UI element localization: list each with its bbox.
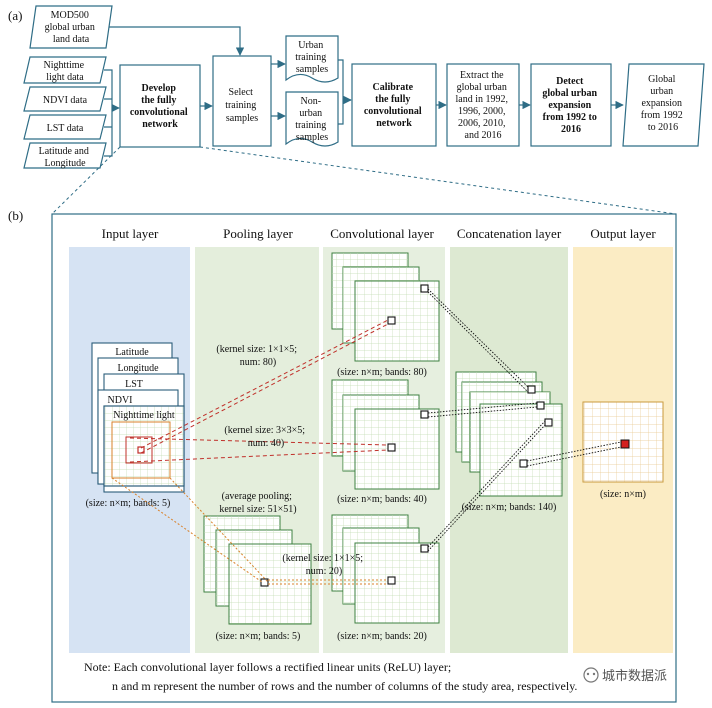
stack-latitude: Latitude xyxy=(115,347,149,358)
panel-b-label: (b) xyxy=(8,208,23,223)
kernel1-label: (kernel size: 1×1×5; num: 80) xyxy=(216,344,299,368)
select-samples-text: Select training samples xyxy=(225,87,259,124)
input-lst: LST data xyxy=(23,114,107,140)
urban-samples-box: Urban training samples xyxy=(285,35,339,83)
kernel3-label: (kernel size: 1×1×5; num: 20) xyxy=(282,553,365,577)
stack-nighttime: Nighttime light xyxy=(113,410,175,421)
panel-b: (b) Input layer Pooling layer Convolutio… xyxy=(8,208,677,703)
detect-text: Detect global urban expansion from 1992 … xyxy=(542,76,599,135)
input-ndvi: NDVI data xyxy=(23,86,107,112)
input-ndvi-text: NDVI data xyxy=(43,95,88,106)
input-size-label: (size: n×m; bands: 5) xyxy=(86,498,171,509)
develop-fcn-text: Develop the fully convolutional network xyxy=(130,83,190,130)
watermark: 城市数据派 xyxy=(583,667,667,684)
conv-stack-80 xyxy=(331,252,440,362)
nonurban-samples-box: Non- urban training samples xyxy=(285,91,339,147)
header-pooling: Pooling layer xyxy=(223,226,293,241)
input-nighttime-text: Nighttime light data xyxy=(43,60,86,83)
panel-a: (a) MOD500 global urban land data Nightt… xyxy=(8,5,705,215)
input-nighttime: Nighttime light data xyxy=(23,56,107,84)
note-line1: Note: Each convolutional layer follows a… xyxy=(84,660,451,674)
panel-a-label: (a) xyxy=(8,8,22,23)
header-output: Output layer xyxy=(590,226,656,241)
conv-size-20: (size: n×m; bands: 20) xyxy=(337,631,427,642)
urban-samples-text: Urban training samples xyxy=(295,40,329,75)
conv-stack-20 xyxy=(331,514,440,624)
stack-lst: LST xyxy=(125,379,143,390)
concat-stack xyxy=(455,371,563,497)
watermark-text: 城市数据派 xyxy=(602,668,667,684)
stack-ndvi: NDVI xyxy=(108,395,133,406)
input-lst-text: LST data xyxy=(47,123,84,134)
output-box: Global urban expansion from 1992 to 2016 xyxy=(622,63,705,147)
input-latlon-text: Latitude and Longitude xyxy=(39,146,92,169)
note-line2: n and m represent the number of rows and… xyxy=(112,679,577,693)
header-concat: Concatenation layer xyxy=(457,226,562,241)
input-stack: Latitude Longitude LST NDVI Nighttime li… xyxy=(91,342,185,493)
pooling-stack xyxy=(203,515,312,625)
extract-text: Extract the global urban land in 1992, 1… xyxy=(456,70,511,141)
input-mod500: MOD500 global urban land data xyxy=(29,5,113,49)
header-input: Input layer xyxy=(102,226,159,241)
detect-box: Detect global urban expansion from 1992 … xyxy=(530,63,612,147)
concat-size-label: (size: n×m; bands: 140) xyxy=(462,502,557,513)
output-text: Global urban expansion from 1992 to 2016 xyxy=(641,74,685,133)
nonurban-samples-text: Non- urban training samples xyxy=(295,96,329,143)
calibrate-fcn-text: Calibrate the fully convolutional networ… xyxy=(364,82,424,129)
extract-box: Extract the global urban land in 1992, 1… xyxy=(446,63,520,147)
conv-size-40: (size: n×m; bands: 40) xyxy=(337,494,427,505)
calibrate-fcn-box: Calibrate the fully convolutional networ… xyxy=(351,63,437,147)
develop-fcn-box: Develop the fully convolutional network xyxy=(119,64,201,148)
output-size-label: (size: n×m) xyxy=(600,489,646,500)
header-conv: Convolutional layer xyxy=(330,226,434,241)
pool-size-label: (size: n×m; bands: 5) xyxy=(216,631,301,642)
select-samples-box: Select training samples xyxy=(212,55,272,147)
conv-size-80: (size: n×m; bands: 80) xyxy=(337,367,427,378)
stack-longitude: Longitude xyxy=(117,363,159,374)
avgpool-label: (average pooling; kernel size: 51×51) xyxy=(219,491,296,515)
kernel2-label: (kernel size: 3×3×5; num: 40) xyxy=(224,425,307,449)
input-latlon: Latitude and Longitude xyxy=(23,142,107,169)
input-conv-connections xyxy=(111,319,389,585)
output-grid xyxy=(582,401,664,483)
conv-stack-40 xyxy=(331,379,440,490)
conv-concat-connections xyxy=(427,288,622,552)
input-mod500-text: MOD500 global urban land data xyxy=(45,10,98,45)
